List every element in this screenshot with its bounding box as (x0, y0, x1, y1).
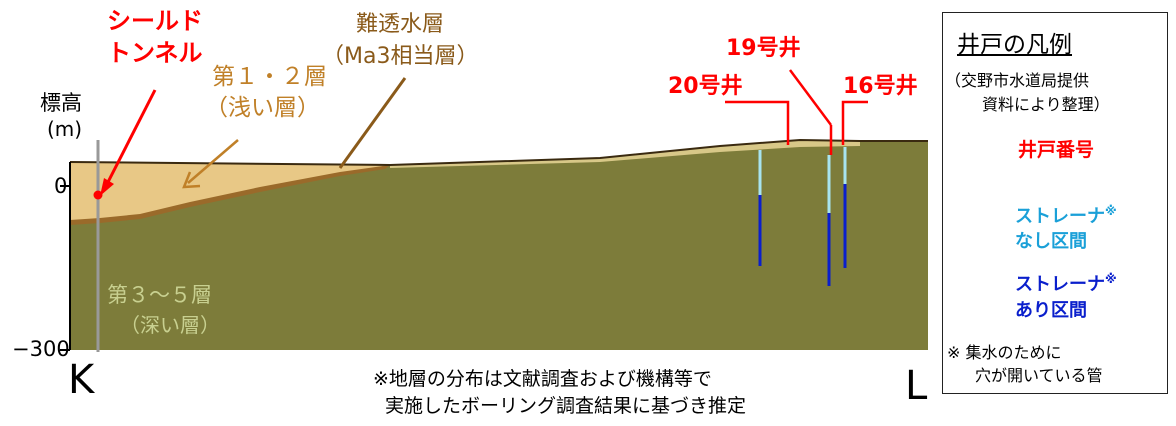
legend-source-line1: （交野市水道局提供 (945, 71, 1090, 90)
aquitard-label-line1: 難透水層 (356, 12, 445, 37)
legend-title: 井戸の凡例 (957, 32, 1072, 58)
aquitard-leader (338, 77, 407, 169)
layer35-label-line1: 第３～５層 (107, 283, 212, 307)
layer35-label-line2: （深い層） (120, 313, 220, 337)
shallow-layer (70, 162, 390, 222)
tunnel-label-line2: トンネル (107, 39, 203, 67)
legend-well-number: 井戸番号 (1018, 139, 1095, 161)
well-19-label: 19号井 (726, 36, 801, 61)
tunnel-point (93, 190, 103, 200)
note-line1: ※地層の分布は文献調査および機構等で (373, 368, 712, 390)
axis-title: 標高 (40, 91, 82, 115)
start-point-label: K (68, 357, 95, 403)
legend-source-line2: 資料により整理） (982, 95, 1110, 114)
legend-screen-line2: あり区間 (1015, 300, 1087, 321)
legend-box (942, 12, 1168, 394)
deep-layer (70, 140, 928, 350)
legend-footnote-line1: ※ 集水のために (947, 343, 1062, 362)
well-20 (725, 100, 790, 266)
legend-screen-line1: ストレーナ※ (1015, 272, 1117, 295)
aquitard-label-line2: （Ma3相当層） (322, 44, 479, 69)
layer12-label-line1: 第１・２層 (212, 64, 327, 90)
layer12-leader (187, 139, 239, 184)
well-16-label: 16号井 (843, 74, 918, 99)
tick-0-label: 0 (54, 174, 68, 198)
layer12-label-line2: （浅い層） (205, 95, 320, 121)
well-19 (788, 69, 833, 286)
aquitard-layer (70, 165, 390, 225)
axis-unit: (m) (47, 117, 83, 141)
ground-surface-line (69, 138, 928, 167)
surface-light-band (390, 140, 860, 168)
layer12-arrowhead (182, 171, 201, 189)
legend-no-screen-line2: なし区間 (1015, 231, 1087, 252)
tick-neg300-label: −300 (12, 337, 70, 361)
tunnel-label-line1: シールド (107, 7, 203, 35)
tunnel-leader (104, 89, 157, 187)
asterisk-mark: ※ (1105, 272, 1117, 286)
legend-no-screen-line1: ストレーナ※ (1015, 204, 1117, 227)
end-point-label: L (905, 363, 928, 409)
asterisk-mark: ※ (1105, 204, 1117, 218)
tunnel-arrowhead (100, 178, 114, 196)
note-line2: 実施したボーリング調査結果に基づき推定 (385, 395, 747, 417)
legend-footnote-line2: 穴が開いている管 (975, 366, 1103, 385)
well-16 (841, 100, 868, 268)
well-20-label: 20号井 (668, 74, 743, 99)
